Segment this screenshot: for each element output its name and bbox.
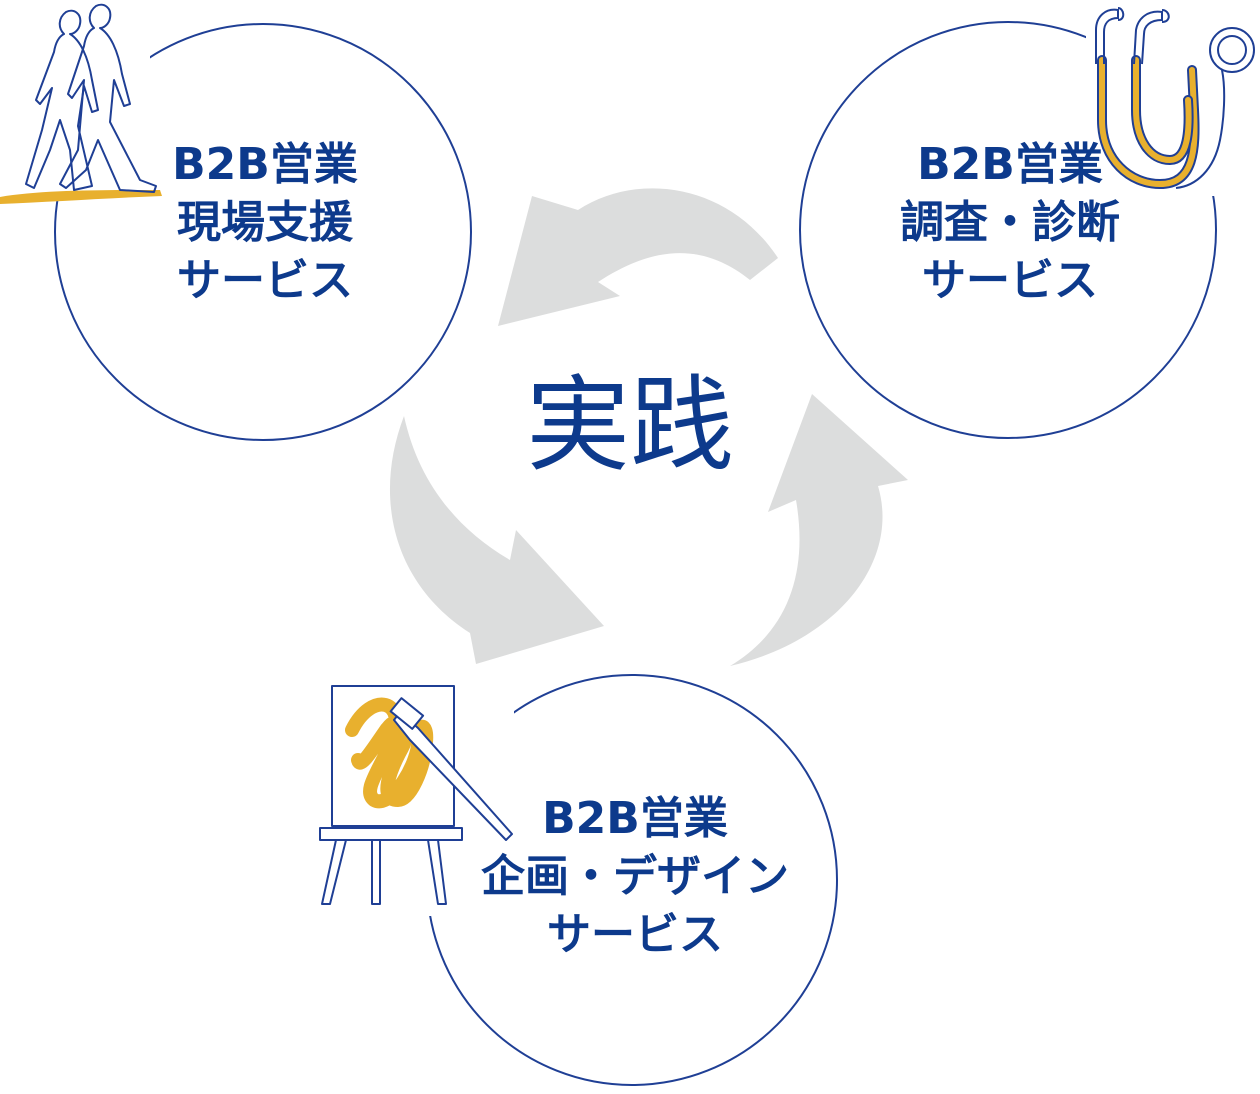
service-label-field-support: B2B営業 現場支援 サービス <box>145 136 385 310</box>
cycle-arrow-top <box>498 188 778 326</box>
service-label-line: 調査・診断 <box>900 197 1120 248</box>
circle-survey-diagnosis <box>799 21 1217 439</box>
stethoscope-icon <box>1086 0 1260 196</box>
walking-people-icon <box>0 0 162 204</box>
service-label-line: B2B営業 <box>172 139 358 190</box>
service-label-line: B2B営業 <box>542 793 728 844</box>
circle-field-support <box>54 23 472 441</box>
service-label-line: B2B営業 <box>917 139 1103 190</box>
service-label-line: サービス <box>547 909 723 960</box>
service-label-planning-design: B2B営業 企画・デザイン サービス <box>470 790 800 964</box>
service-label-line: サービス <box>177 255 353 306</box>
cycle-arrows <box>389 188 908 666</box>
service-label-line: 現場支援 <box>177 197 353 248</box>
service-label-line: 企画・デザイン <box>481 851 789 902</box>
service-label-survey-diagnosis: B2B営業 調査・診断 サービス <box>875 136 1145 310</box>
cycle-arrow-right <box>730 394 908 666</box>
service-label-line: サービス <box>922 255 1098 306</box>
cycle-arrow-left <box>389 416 604 664</box>
easel-painting-icon <box>318 680 514 916</box>
center-label-practice: 実践 <box>525 364 734 486</box>
